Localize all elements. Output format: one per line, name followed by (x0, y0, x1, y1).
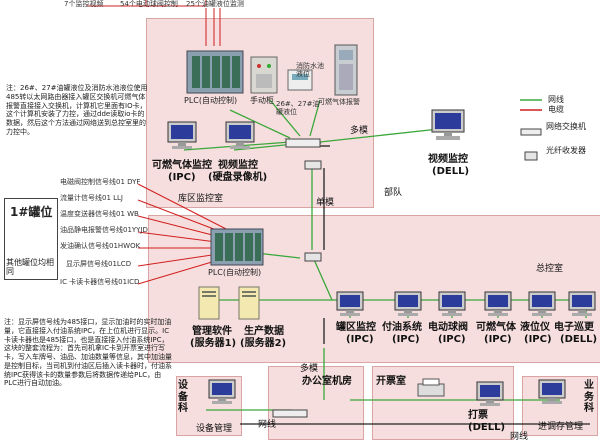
dept-video-sub: (DELL) (432, 166, 470, 177)
dept-video-computer (428, 108, 468, 142)
plc-mid-label: PLC(自动控制) (208, 268, 262, 277)
gas-monitor-label: 可燃气体监控 (152, 160, 212, 171)
office-machine-room-zone (268, 366, 364, 440)
cr-item-5-sub: (IPC) (524, 334, 552, 345)
multimode-label-bottom: 多模 (300, 364, 319, 374)
tank1-label: 1#罐位 (10, 205, 53, 219)
cr-item-1-name: 罐区监控 (336, 322, 376, 333)
fire-water-level-device (286, 66, 314, 94)
cr-item-2-name: 付油系统 (382, 322, 422, 333)
network-switch-tank (284, 134, 322, 148)
tank1-box (4, 198, 58, 280)
gas-alarm-label: 可燃气体报警 (318, 98, 360, 106)
legend-switch: 网络交换机 (546, 122, 586, 131)
billing-room-label: 开票室 (376, 376, 406, 387)
singlemode-label: 单模 (316, 198, 335, 208)
plc-cabinet-top (186, 50, 244, 94)
video-monitor-computer (222, 120, 258, 150)
production-data-sub: (服务器2) (240, 338, 287, 349)
billing-label: 打票 (468, 410, 488, 421)
billing-sub: (DELL) (468, 422, 506, 433)
mgmt-software-sub: (服务器1) (190, 338, 237, 349)
business-dept-label: 业务科 (584, 380, 594, 414)
cr-item-2-sub: (IPC) (392, 334, 420, 345)
business-dept-zone (522, 376, 598, 436)
equipment-dept-label: 设备科 (178, 380, 188, 414)
billing-computer (474, 380, 506, 408)
signal-wb: 温度变送器信号线01 WB (60, 210, 139, 218)
note-top: 注：26#、27#油罐液位及消防水池液位使用485转以太网路由器接入罐区交换机可… (6, 84, 148, 136)
label-cameras: 7个监控视频 (64, 0, 104, 8)
network-line-label: 网线 (258, 420, 277, 430)
multimode-label-top: 多模 (350, 126, 369, 136)
mgmt-software-label: 管理软件 (192, 326, 232, 337)
plc-cabinet-mid (210, 228, 264, 266)
label-valves: 54个电动球阀控制 (120, 0, 178, 8)
legend-switch-icon (520, 122, 542, 136)
signal-icd: IC 卡读卡器信号线01ICD (60, 278, 140, 286)
troops-label: 部队 (384, 188, 403, 198)
network-line-label-right: 网线 (510, 432, 529, 442)
signal-lcd: 显示屏信号线01LCD (66, 260, 132, 268)
signal-dyf: 电磁阀控制信号线01 DYF (60, 178, 141, 186)
cr-computer-2 (392, 290, 424, 318)
control-room-label: 总控室 (536, 264, 564, 274)
business-computer (536, 378, 568, 406)
office-machine-room-label: 办公室机房 (302, 376, 352, 387)
cr-item-6-sub: (DELL) (560, 334, 598, 345)
cr-computer-4 (482, 290, 514, 318)
equipment-computer (206, 378, 238, 406)
plc-top-label: PLC(自动控制) (184, 96, 238, 105)
equipment-mgmt-label: 设备管理 (196, 424, 233, 434)
fire-water-level-label: 消防水池液位 (296, 62, 324, 79)
legend-network: 网线 (548, 95, 564, 104)
cr-item-1-sub: (IPC) (346, 334, 374, 345)
gas-monitor-ipc: (IPC) (168, 172, 196, 183)
cr-computer-5 (526, 290, 558, 318)
tank-level-label: 26#、27#油罐液位 (276, 100, 320, 117)
gas-monitor-computer (164, 120, 200, 150)
tank-room-label: 库区监控室 (178, 194, 224, 204)
other-tanks-label: 其他罐位均相同 (6, 258, 54, 277)
signal-yyjd: 油品静电报警信号线01YYJD (60, 226, 148, 234)
cr-item-3-sub: (IPC) (438, 334, 466, 345)
video-monitor-sub: (硬盘录像机) (208, 172, 268, 183)
cr-item-3-name: 电动球阀 (428, 322, 468, 333)
gas-alarm-cabinet (334, 44, 358, 96)
billing-printer (416, 378, 446, 400)
legend-fiber: 光纤收发器 (546, 146, 586, 155)
manual-cabinet-label: 手动柜 (250, 96, 274, 105)
production-data-label: 生产数据 (244, 326, 284, 337)
signal-llj: 流量计信号线01 LLJ (60, 194, 123, 202)
dept-video-label: 视频监控 (428, 154, 468, 165)
note-bottom: 注：显示屏信号线为485接口，显示加油时的实时加油量，它直接接入付油系统IPC，… (4, 318, 172, 388)
manual-cabinet (250, 56, 278, 94)
inout-mgmt-label: 进调存管理 (538, 422, 584, 432)
legend-cable: 电缆 (548, 105, 564, 114)
label-tanks: 25个油罐液位监测 (186, 0, 244, 8)
cr-computer-1 (334, 290, 366, 318)
cr-computer-3 (436, 290, 468, 318)
office-switch (272, 404, 308, 418)
server-2 (238, 286, 260, 320)
cr-item-4-name: 可燃气体 (476, 322, 516, 333)
video-monitor-label: 视频监控 (218, 160, 258, 171)
server-1 (198, 286, 220, 320)
fiber-transceiver-tank (304, 156, 322, 170)
fiber-transceiver-control (304, 248, 322, 262)
legend-fiber-icon (524, 146, 538, 161)
cr-item-5-name: 液位仪 (520, 322, 550, 333)
signal-hwok: 发油确认信号线01HWOK (60, 242, 141, 250)
cr-item-6-name: 电子巡更 (554, 322, 594, 333)
cr-item-4-sub: (IPC) (484, 334, 512, 345)
cr-computer-6 (566, 290, 598, 318)
